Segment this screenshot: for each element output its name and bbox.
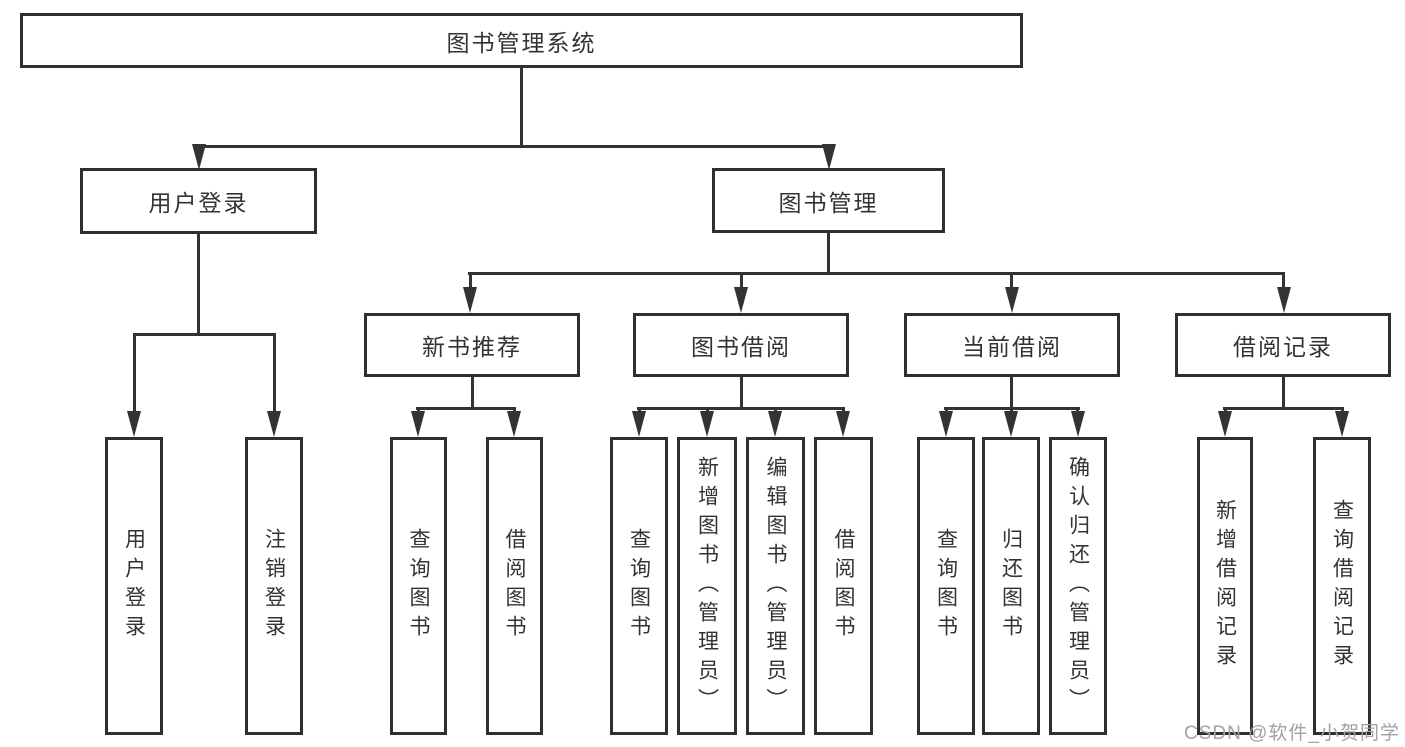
leaf-return-books-label: 归还图书 — [999, 528, 1023, 644]
arrowhead-down-nbr-query — [411, 411, 425, 437]
node-current-borrow: 当前借阅 — [904, 313, 1120, 377]
connector-drop-book-borrow — [740, 272, 743, 290]
leaf-confirm-return-admin: 确认归还（管理员） — [1049, 437, 1107, 735]
node-user-login-label: 用户登录 — [148, 190, 249, 216]
node-borrow-records: 借阅记录 — [1175, 313, 1391, 377]
arrowhead-down-bb-query — [632, 411, 646, 437]
connector-drop-current-borrow — [1010, 272, 1013, 290]
connector-new-book-stem — [471, 377, 474, 409]
arrowhead-down-bb-edit — [768, 411, 782, 437]
leaf-query-books-current: 查询图书 — [917, 437, 975, 735]
leaf-query-borrow-record-label: 查询借阅记录 — [1330, 499, 1354, 673]
arrowhead-down-new-book — [463, 287, 477, 313]
leaf-query-books-recommend: 查询图书 — [390, 437, 447, 735]
connector-current-borrow-stem — [1010, 377, 1013, 409]
arrowhead-down-cb-confirm — [1071, 411, 1085, 437]
leaf-user-login: 用户登录 — [105, 437, 163, 735]
connector-book-mgmt-crossbar — [468, 272, 1285, 275]
connector-book-borrow-crossbar — [637, 407, 845, 410]
leaf-query-books-current-label: 查询图书 — [934, 528, 958, 644]
leaf-query-books-borrow-label: 查询图书 — [627, 528, 651, 644]
arrowhead-down-leaf-user-login — [127, 411, 141, 437]
leaf-query-books-borrow: 查询图书 — [610, 437, 668, 735]
arrowhead-down-book-borrow — [734, 287, 748, 313]
arrowhead-down-bb-borrow — [836, 411, 850, 437]
connector-book-borrow-stem — [740, 377, 743, 409]
connector-drop-borrow-record — [1282, 272, 1285, 290]
connector-new-book-crossbar — [416, 407, 516, 410]
leaf-borrow-books-recommend: 借阅图书 — [486, 437, 543, 735]
leaf-edit-books-admin-label: 编辑图书（管理员） — [764, 455, 787, 717]
node-book-borrow: 图书借阅 — [633, 313, 849, 377]
leaf-add-borrow-record: 新增借阅记录 — [1197, 437, 1253, 735]
node-book-management: 图书管理 — [712, 168, 945, 233]
leaf-add-books-admin: 新增图书（管理员） — [677, 437, 737, 735]
leaf-borrow-books-recommend-label: 借阅图书 — [503, 528, 526, 644]
leaf-borrow-books-label: 借阅图书 — [832, 528, 855, 644]
connector-borrow-record-stem — [1282, 377, 1285, 409]
leaf-query-borrow-record: 查询借阅记录 — [1313, 437, 1371, 735]
connector-user-login-stem — [197, 234, 200, 334]
node-root-label: 图书管理系统 — [446, 29, 597, 56]
leaf-logout-label: 注销登录 — [262, 528, 286, 644]
node-new-book-recommend-label: 新书推荐 — [422, 334, 522, 360]
arrowhead-down-borrow-record — [1277, 287, 1291, 313]
leaf-borrow-books: 借阅图书 — [814, 437, 873, 735]
connector-root-crossbar — [197, 145, 831, 148]
arrowhead-down-user-login — [192, 144, 206, 170]
connector-drop-new-book — [469, 272, 472, 290]
connector-user-login-drop-2 — [273, 333, 276, 413]
node-current-borrow-label: 当前借阅 — [962, 334, 1062, 360]
watermark: CSDN @软件_小贺同学 — [1184, 723, 1400, 744]
leaf-add-borrow-record-label: 新增借阅记录 — [1213, 499, 1237, 673]
connector-borrow-record-crossbar — [1223, 407, 1344, 410]
node-book-management-label: 图书管理 — [778, 189, 879, 216]
connector-root-stem — [520, 68, 523, 146]
leaf-query-books-recommend-label: 查询图书 — [407, 528, 430, 644]
connector-user-login-crossbar — [133, 333, 275, 336]
connector-book-mgmt-stem — [827, 233, 830, 274]
arrowhead-down-nbr-borrow — [507, 411, 521, 437]
leaf-confirm-return-admin-label: 确认归还（管理员） — [1066, 455, 1090, 717]
leaf-add-books-admin-label: 新增图书（管理员） — [695, 455, 719, 717]
arrowhead-down-bb-add — [700, 411, 714, 437]
arrowhead-down-cb-return — [1004, 411, 1018, 437]
arrowhead-down-cb-query — [939, 411, 953, 437]
node-root: 图书管理系统 — [20, 13, 1023, 68]
node-borrow-records-label: 借阅记录 — [1233, 334, 1333, 360]
arrowhead-down-book-mgmt — [822, 144, 836, 170]
node-book-borrow-label: 图书借阅 — [691, 334, 791, 360]
node-new-book-recommend: 新书推荐 — [364, 313, 580, 377]
leaf-user-login-label: 用户登录 — [122, 528, 146, 644]
arrowhead-down-br-add — [1218, 411, 1232, 437]
connector-user-login-drop-1 — [133, 333, 136, 413]
leaf-edit-books-admin: 编辑图书（管理员） — [746, 437, 805, 735]
leaf-return-books: 归还图书 — [982, 437, 1040, 735]
arrowhead-down-br-query — [1335, 411, 1349, 437]
leaf-logout: 注销登录 — [245, 437, 303, 735]
arrowhead-down-leaf-logout — [267, 411, 281, 437]
arrowhead-down-current-borrow — [1005, 287, 1019, 313]
node-user-login: 用户登录 — [80, 168, 317, 234]
